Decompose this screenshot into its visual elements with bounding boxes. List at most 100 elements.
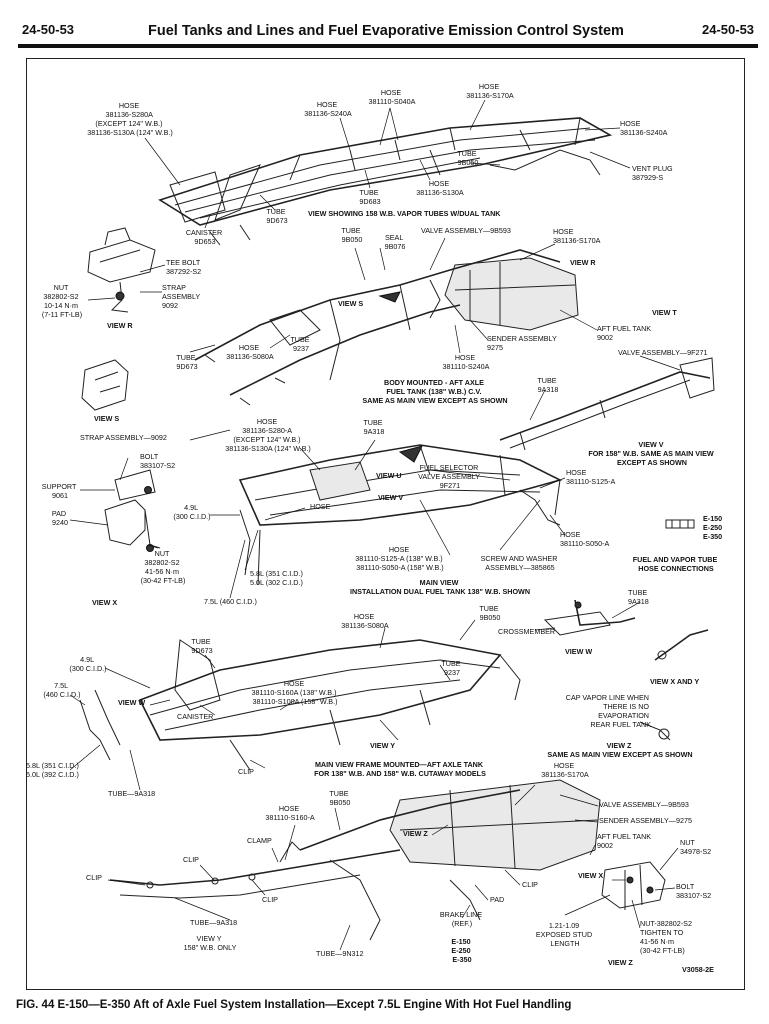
page-title: Fuel Tanks and Lines and Fuel Evaporativ… xyxy=(148,23,624,39)
label-hose-125: HOSE 381110-S125-A xyxy=(566,468,615,486)
page-number-left: 24-50-53 xyxy=(22,22,75,37)
label-hose-050a: HOSE 381110-S050-A xyxy=(560,530,609,548)
label-tube-237-low: TUBE 9237 xyxy=(441,659,462,677)
label-hose-main-top: HOSE 381136-S280-A (EXCEPT 124" W.B.) 38… xyxy=(225,417,311,453)
label-engine-49-low: 4.9L (300 C.I.D.) xyxy=(69,655,106,673)
label-hose-080-mid: HOSE 381136-S080A xyxy=(226,343,274,361)
label-view-x: VIEW X xyxy=(92,598,117,607)
label-view-z-bot: VIEW Z xyxy=(608,958,633,967)
label-clip-b: CLIP xyxy=(86,873,102,882)
label-view-z-arrow: VIEW Z xyxy=(403,829,428,838)
label-clamp: CLAMP xyxy=(247,836,272,845)
view-z-illustration xyxy=(601,861,666,910)
page-number-right: 24-50-53 xyxy=(702,22,755,37)
label-engine-75-low: 7.5L (460 C.I.D.) xyxy=(43,681,80,699)
label-tube-9d673-mid: TUBE 9D673 xyxy=(176,353,197,371)
label-tube-673-top: TUBE 9D673 xyxy=(266,207,287,225)
label-engine-49: 4.9L (300 C.I.D.) xyxy=(173,503,210,521)
label-nut-978: NUT 34978-S2 xyxy=(680,838,711,856)
main-view-dual-tank-illustration xyxy=(238,444,563,586)
figure-caption: FIG. 44 E-150—E-350 Aft of Axle Fuel Sys… xyxy=(16,999,572,1011)
label-seal: SEAL 9B076 xyxy=(385,233,406,251)
label-strap-assy-r: STRAP ASSEMBLY 9092 xyxy=(162,283,202,310)
label-bolt-z: BOLT 383107-S2 xyxy=(676,882,711,900)
view-v-illustration xyxy=(499,357,715,451)
vapor-tubes-illustration xyxy=(158,117,613,246)
label-figure-code: V3058-2E xyxy=(682,965,714,974)
label-hose-170-mid: HOSE 381136-S170A xyxy=(553,227,601,245)
label-tube-673-low: TUBE 9D673 xyxy=(191,637,212,655)
label-top-tube-050: TUBE 9B050 xyxy=(457,149,478,167)
label-top-hose-130: HOSE 381136-S130A xyxy=(416,179,464,197)
label-hose-160: HOSE 381110-S160A (138" W.B.) 381110-S10… xyxy=(252,679,339,706)
label-body-mounted: BODY MOUNTED - AFT AXLE FUEL TANK (138" … xyxy=(362,378,507,405)
label-top-left-hose: HOSE 381136-S280A (EXCEPT 124" W.B.) 381… xyxy=(87,101,173,137)
label-tube-050-mid: TUBE 9B050 xyxy=(341,226,362,244)
tube-connector-illustration xyxy=(665,519,695,529)
label-vent-plug: VENT PLUG 387929-S xyxy=(632,164,675,182)
label-valve-593-bot: VALVE ASSEMBLY—9B593 xyxy=(599,800,689,809)
label-tube-237-mid: TUBE 9237 xyxy=(290,335,311,353)
label-main-view: MAIN VIEW INSTALLATION DUAL FUEL TANK 13… xyxy=(350,578,530,596)
label-view-w-arrow: VIEW W xyxy=(118,698,145,707)
label-nut-x: NUT 382802-S2 41-56 N·m (30-42 FT-LB) xyxy=(141,549,186,585)
label-tube-050-low: TUBE 9B050 xyxy=(479,604,500,622)
label-stud: 1.21-1.09 EXPOSED STUD LENGTH xyxy=(536,921,594,948)
label-e-series-b: E-150 E-250 E-350 xyxy=(451,937,472,964)
label-tube-318-v: TUBE 9A318 xyxy=(537,376,558,394)
label-aft-tank-bot: AFT FUEL TANK 9002 xyxy=(597,832,653,850)
label-view-r-small: VIEW R xyxy=(107,321,133,330)
label-screw-washer: SCREW AND WASHER ASSEMBLY—385865 xyxy=(481,554,560,572)
label-fuel-selector: FUEL SELECTOR VALVE ASSEMBLY 9F271 xyxy=(418,463,482,490)
label-top-hose-170: HOSE 381136-S170A xyxy=(466,82,514,100)
label-hose-160-bot: HOSE 381110-S160-A xyxy=(265,804,314,822)
label-e-series-r: E-150 E-250 E-350 xyxy=(703,514,724,541)
bottom-view-illustration xyxy=(109,779,601,941)
label-hose-080-low: HOSE 381136-S080A xyxy=(341,612,389,630)
label-top-right-hose: HOSE 381136-S240A xyxy=(620,119,668,137)
label-valve-271: VALVE ASSEMBLY—9F271 xyxy=(618,348,708,357)
label-canister-top: CANISTER 9D653 xyxy=(186,228,224,246)
label-view-s-small: VIEW S xyxy=(94,414,119,423)
label-view-s-arrow: VIEW S xyxy=(338,299,363,308)
label-pad-z: PAD xyxy=(490,895,504,904)
label-view-u: VIEW U xyxy=(376,471,402,480)
label-tube-318-main: TUBE 9A318 xyxy=(363,418,384,436)
label-brake-line: BRAKE LINE (REF.) xyxy=(440,910,484,928)
label-tee-bolt: TEE BOLT 387292-S2 xyxy=(166,258,202,276)
label-bolt-x: BOLT 383107-S2 xyxy=(140,452,175,470)
label-sender-mid: SENDER ASSEMBLY 9275 xyxy=(487,334,559,352)
label-pad-x: PAD 9240 xyxy=(52,509,68,527)
label-engine-75: 7.5L (460 C.I.D.) xyxy=(204,597,257,606)
label-view-v-arrow: VIEW V xyxy=(378,493,403,502)
label-tube-318-bot: TUBE—9A318 xyxy=(190,918,237,927)
label-tube-050-bot: TUBE 9B050 xyxy=(329,789,350,807)
label-valve-593: VALVE ASSEMBLY—9B593 xyxy=(421,226,511,235)
label-tube-312: TUBE—9N312 xyxy=(316,949,364,958)
label-support: SUPPORT 9061 xyxy=(42,482,78,500)
label-clip-c: CLIP xyxy=(262,895,278,904)
label-tube-9a318-left: TUBE—9A318 xyxy=(108,789,155,798)
label-canister-low: CANISTER xyxy=(177,712,213,721)
callout-labels: HOSE 381136-S280A (EXCEPT 124" W.B.) 381… xyxy=(26,82,724,974)
label-frame-mounted: MAIN VIEW FRAME MOUNTED—AFT AXLE TANK FO… xyxy=(314,760,486,778)
label-view-x-arrow: VIEW X xyxy=(578,871,603,880)
label-strap-9092: STRAP ASSEMBLY—9092 xyxy=(80,433,167,442)
label-view-t: VIEW T xyxy=(652,308,677,317)
label-tube-318-w: TUBE 9A318 xyxy=(628,588,649,606)
body-mounted-tank-illustration xyxy=(194,249,579,406)
view-x-and-y-illustration xyxy=(654,629,709,661)
label-engine-58: 5.8L (351 C.I.D.) 5.0L (302 C.I.D.) xyxy=(250,569,305,587)
label-aft-tank-mid: AFT FUEL TANK 9002 xyxy=(597,324,653,342)
label-nut-r: NUT 382802-S2 10-14 N·m (7-11 FT-LB) xyxy=(42,283,82,319)
label-view-158: VIEW SHOWING 158 W.B. VAPOR TUBES W/DUAL… xyxy=(308,209,501,218)
label-view-w: VIEW W xyxy=(565,647,592,656)
label-top-hose-040: HOSE 381110-S040A xyxy=(369,88,416,106)
header-rule xyxy=(18,44,758,48)
label-clip-d: CLIP xyxy=(522,880,538,889)
label-clip-a: CLIP xyxy=(183,855,199,864)
label-cap-vapor: CAP VAPOR LINE WHEN THERE IS NO EVAPORAT… xyxy=(566,693,651,729)
leader-lines xyxy=(69,99,681,951)
label-view-y-bot: VIEW Y 158" W.B. ONLY xyxy=(184,934,237,952)
